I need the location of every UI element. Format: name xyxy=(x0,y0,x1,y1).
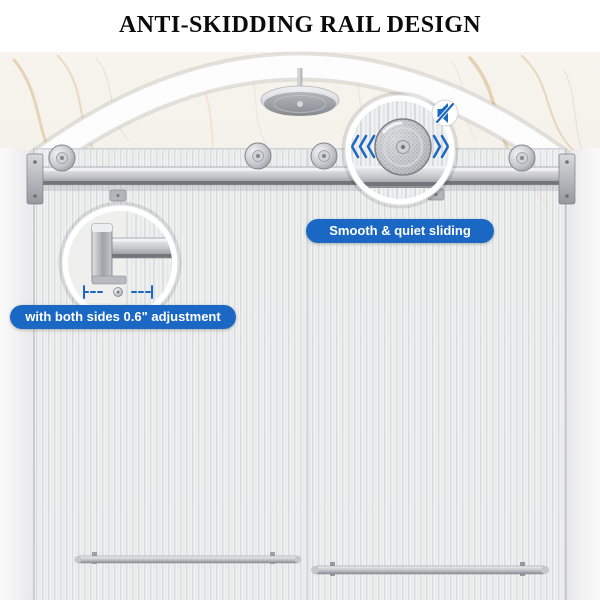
callout-circle-adjustment xyxy=(58,201,182,325)
glass-seam xyxy=(307,150,309,600)
roller-wheel xyxy=(508,144,536,172)
roller-wheel xyxy=(244,142,272,170)
mute-icon xyxy=(431,99,459,127)
glass-edge-left xyxy=(33,148,35,600)
right-wall-edge xyxy=(568,148,600,600)
roller-wheel xyxy=(48,144,76,172)
arch-frame xyxy=(0,51,600,197)
towel-bar-front xyxy=(311,562,549,576)
shower-arm xyxy=(297,68,303,100)
page-title: ANTI-SKIDDING RAIL DESIGN xyxy=(118,12,482,38)
motion-chevrons-right xyxy=(432,134,449,159)
anti-jump-block xyxy=(109,189,127,202)
towel-bar-back xyxy=(74,552,302,564)
motion-chevrons-left xyxy=(351,134,376,159)
measurement-marks xyxy=(83,285,153,299)
label-adjustment-range: with both sides 0.6" adjustment xyxy=(10,305,236,329)
zoom-roller-wheel xyxy=(351,101,449,199)
callout-circle-sliding xyxy=(341,91,459,209)
roller-wheel xyxy=(310,142,338,170)
rail-bracket-left xyxy=(26,153,44,205)
rail-bracket-right xyxy=(558,153,576,205)
glass-edge-right xyxy=(565,148,567,600)
shower-head xyxy=(260,68,340,116)
label-smooth-quiet-sliding: Smooth & quiet sliding xyxy=(306,219,494,243)
left-wall-edge xyxy=(0,148,32,600)
